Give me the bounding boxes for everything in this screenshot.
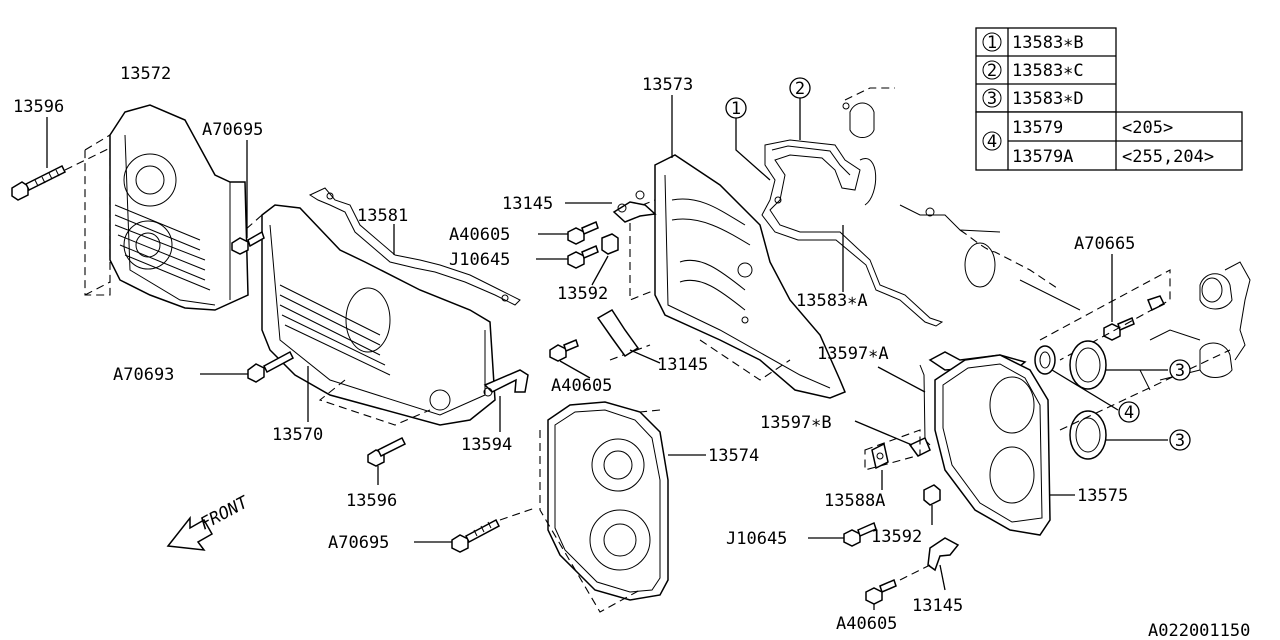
engine-block-outline [842, 87, 1081, 311]
callout-13574: 13574 [708, 446, 759, 466]
callout-a70695-bottom: A70695 [328, 533, 389, 553]
legend-row-1: 1 13583∗B [982, 32, 1084, 53]
callout-13575: 13575 [1077, 486, 1128, 506]
clip-13145-mid [596, 308, 661, 364]
callout-a70665: A70665 [1074, 234, 1135, 254]
callout-13570: 13570 [272, 425, 323, 445]
callout-13597b: 13597∗B [760, 413, 832, 433]
timing-cover-13572 [84, 104, 249, 311]
bolt-a70695-bottom [414, 507, 536, 553]
legend-part-2: 13583∗C [1012, 61, 1084, 81]
callout-13596-top: 13596 [13, 97, 64, 117]
bolt-j10645-bottom [808, 521, 877, 547]
front-cover-13574 [539, 401, 706, 613]
marker-4: 4 [1118, 401, 1140, 423]
bracket-13594 [483, 369, 529, 432]
svg-text:4: 4 [987, 132, 997, 152]
callout-a40605-mid: A40605 [551, 376, 612, 396]
right-cover-13575 [934, 354, 1075, 536]
callout-labels: 13572 13596 A70695 13581 13573 13145 A40… [13, 64, 1135, 634]
callout-13583a: 13583∗A [796, 291, 868, 311]
callout-13145-bottom: 13145 [912, 596, 963, 616]
legend-row-3: 3 13583∗D [982, 88, 1084, 109]
callout-13597a: 13597∗A [817, 344, 889, 364]
seal-13597b [854, 420, 931, 457]
marker-2: 2 [789, 77, 811, 99]
collar-13592-bottom [923, 484, 941, 525]
svg-text:4: 4 [1124, 403, 1134, 423]
oil-seal-13579 [1034, 345, 1119, 411]
clip-13145-top [565, 190, 657, 223]
callout-j10645-top: J10645 [449, 250, 510, 270]
legend-part-3: 13583∗D [1012, 89, 1084, 109]
legend-row-5: 13579A <255,204> [1012, 147, 1214, 167]
svg-text:2: 2 [795, 79, 805, 99]
legend-table: 1 13583∗B 2 13583∗C 3 13583∗D 4 13579 <2… [975, 27, 1243, 171]
bolt-j10645-top [536, 244, 599, 269]
svg-text:3: 3 [1175, 361, 1185, 381]
gasket-13583a [761, 139, 944, 327]
svg-text:3: 3 [987, 89, 997, 109]
callout-j10645-bottom: J10645 [726, 529, 787, 549]
gasket-13581 [308, 187, 521, 306]
legend-row-2: 2 13583∗C [982, 60, 1084, 81]
cam-pulley-outline [1059, 261, 1251, 431]
callout-13596-bottom: 13596 [346, 491, 397, 511]
marker-3-bottom: 3 [1169, 429, 1191, 451]
bolt-a40605-mid [549, 338, 591, 379]
callout-13594: 13594 [461, 435, 512, 455]
back-cover-13573 [609, 95, 846, 399]
bolt-a40605-bottom [865, 564, 931, 610]
callout-13145-mid: 13145 [657, 355, 708, 375]
bolt-a40605-top [538, 220, 599, 245]
legend-note-5: <255,204> [1122, 147, 1214, 167]
callout-13588a: 13588A [824, 491, 885, 511]
bolt-13596-bottom [367, 436, 407, 485]
front-label: FRONT [197, 492, 253, 535]
bolt-a70693 [200, 350, 294, 383]
callout-13572: 13572 [120, 64, 171, 84]
circle-markers: 1 2 3 3 4 [725, 77, 1191, 451]
legend-part-1: 13583∗B [1012, 33, 1084, 53]
oil-seal-13583d-bottom [1069, 410, 1168, 460]
callout-13592-top: 13592 [557, 284, 608, 304]
oil-seal-13583d-top [1069, 340, 1168, 390]
svg-text:1: 1 [731, 99, 741, 119]
callout-13581: 13581 [357, 206, 408, 226]
legend-note-4: <205> [1122, 118, 1173, 138]
svg-text:3: 3 [1175, 431, 1185, 451]
callout-a40605-bottom: A40605 [836, 614, 897, 634]
diagram-code: A022001150 [1148, 621, 1250, 640]
callout-a70693: A70693 [113, 365, 174, 385]
bolt-a70695-top [231, 140, 265, 255]
svg-text:2: 2 [987, 61, 997, 81]
callout-13573: 13573 [642, 75, 693, 95]
bracket-13588a [864, 429, 921, 490]
bolt-a70665 [1039, 254, 1171, 361]
legend-row-4: 4 13579 <205> [982, 118, 1173, 152]
marker-3-top: 3 [1169, 359, 1191, 381]
clip-13145-bottom [927, 537, 960, 591]
collar-13592-top [591, 233, 619, 286]
svg-text:1: 1 [987, 33, 997, 53]
legend-part-5: 13579A [1012, 147, 1073, 167]
marker-1: 1 [725, 97, 747, 119]
leader-marker-1 [735, 117, 771, 181]
bolt-13596-top [11, 117, 111, 201]
callout-13145-top: 13145 [502, 194, 553, 214]
legend-part-4: 13579 [1012, 118, 1063, 138]
front-arrow: FRONT [166, 492, 253, 551]
callout-13592-bottom: 13592 [871, 527, 922, 547]
callout-a70695-top: A70695 [202, 120, 263, 140]
callout-a40605-top: A40605 [449, 225, 510, 245]
